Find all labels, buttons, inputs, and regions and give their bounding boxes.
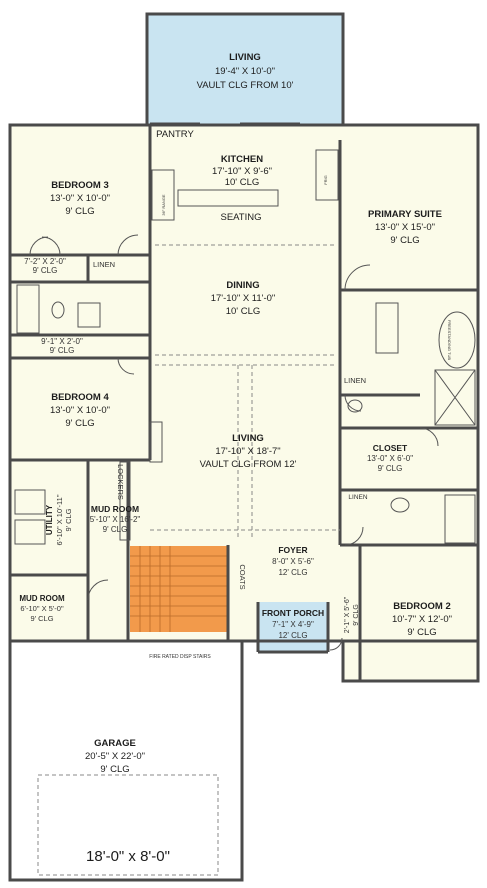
room-name: GARAGE xyxy=(94,738,136,749)
room-ceiling: 9' CLG xyxy=(407,627,436,638)
room-name: DINING xyxy=(226,280,259,291)
label-bedroom4: BEDROOM 4 13'-0" X 10'-0" 9' CLG xyxy=(50,392,110,429)
room-name: CLOSET xyxy=(373,443,408,453)
room-ceiling: 9' CLG xyxy=(33,266,58,275)
label-kitchen: KITCHEN 17'-10" X 9'-6" 10' CLG xyxy=(212,154,272,188)
room-name: PRIMARY SUITE xyxy=(368,209,442,220)
interior-walls xyxy=(10,122,478,681)
front-porch-fill xyxy=(258,602,328,652)
room-ceiling: 12' CLG xyxy=(278,568,307,577)
label-closet-b3: 7'-2" X 2'-0" 9' CLG xyxy=(24,257,66,275)
label-living-main: LIVING 17'-10" X 18'-7" VAULT CLG FROM 1… xyxy=(200,433,297,470)
room-name: UTILITY xyxy=(45,504,54,535)
room-dim: 6'-10" X 10'-11" xyxy=(55,494,64,545)
label-primary-suite: PRIMARY SUITE 13'-0" X 15'-0" 9' CLG xyxy=(368,209,442,246)
note-fridge: FRIG xyxy=(323,175,328,185)
room-name: LIVING xyxy=(232,433,264,444)
room-dim: 13'-0" X 6'-0" xyxy=(367,454,413,463)
room-ceiling: 12' CLG xyxy=(278,631,307,640)
note-fire-rated: FIRE RATED DISP STAIRS xyxy=(149,654,211,660)
room-dim: 13'-0" X 10'-0" xyxy=(50,193,110,204)
room-ceiling: 10' CLG xyxy=(226,306,261,317)
stair-treads xyxy=(130,546,228,632)
room-dim: 7'-1" X 4'-9" xyxy=(272,620,314,629)
stairs-fill xyxy=(130,546,228,632)
room-name: MUD ROOM xyxy=(19,594,65,603)
room-dim: 2'-1" X 5'-6" xyxy=(344,596,351,633)
label-lockers: LOCKERS xyxy=(116,464,125,500)
label-closet-b2: 2'-1" X 5'-6" 9' CLG xyxy=(344,596,360,633)
room-dim: 6'-10" X 5'-0" xyxy=(20,604,64,613)
label-front-porch: FRONT PORCH 7'-1" X 4'-9" 12' CLG xyxy=(262,608,324,640)
room-dim: 20'-5" X 22'-0" xyxy=(85,751,145,762)
label-linen-small: LINEN xyxy=(348,494,367,501)
note-tub: FREESTANDING TUB xyxy=(447,320,452,360)
room-dim: 19'-4" X 10'-0" xyxy=(215,66,275,77)
dashed-lines xyxy=(37,244,340,876)
door-swings xyxy=(29,234,439,651)
room-name: FRONT PORCH xyxy=(262,608,324,618)
room-dim: 13'-0" X 10'-0" xyxy=(50,405,110,416)
room-name: BEDROOM 2 xyxy=(393,601,451,612)
room-ceiling: 9' CLG xyxy=(103,525,128,534)
room-ceiling: 9' CLG xyxy=(390,235,419,246)
room-dim: 17'-10" X 9'-6" xyxy=(212,166,272,177)
house-fill-right xyxy=(343,641,478,681)
label-bath-left: 9'-1" X 2'-0" 9' CLG xyxy=(41,337,83,355)
room-dim: 5'-10" X 16'-2" xyxy=(90,515,141,524)
label-garage: GARAGE 20'-5" X 22'-0" 9' CLG xyxy=(85,738,145,775)
room-ceiling: VAULT CLG FROM 12' xyxy=(200,459,297,470)
label-utility: UTILITY 6'-10" X 10'-11" 9' CLG xyxy=(45,494,73,545)
room-dim: 9'-1" X 2'-0" xyxy=(41,337,83,346)
label-closet: CLOSET 13'-0" X 6'-0" 9' CLG xyxy=(367,443,413,473)
room-dim: 17'-10" X 18'-7" xyxy=(215,446,280,457)
label-linen-left: LINEN xyxy=(93,260,115,269)
room-dim: 8'-0" X 5'-6" xyxy=(272,557,314,566)
label-linen-right: LINEN xyxy=(344,376,366,385)
room-name: BEDROOM 4 xyxy=(51,392,109,403)
label-seating: SEATING xyxy=(221,212,262,223)
room-ceiling: 9' CLG xyxy=(65,206,94,217)
room-dim: 13'-0" X 15'-0" xyxy=(375,222,435,233)
room-name: KITCHEN xyxy=(221,154,263,165)
label-living-top: LIVING 19'-4" X 10'-0" VAULT CLG FROM 10… xyxy=(197,52,294,91)
room-name: FOYER xyxy=(278,545,307,555)
label-foyer: FOYER 8'-0" X 5'-6" 12' CLG xyxy=(272,545,314,577)
room-dim: 17'-10" X 11'-0" xyxy=(211,293,276,304)
room-ceiling: 9' CLG xyxy=(64,508,73,531)
room-ceiling: 9' CLG xyxy=(30,614,53,623)
room-dim: 7'-2" X 2'-0" xyxy=(24,257,66,266)
label-bedroom3: BEDROOM 3 13'-0" X 10'-0" 9' CLG xyxy=(50,180,110,217)
room-name: LIVING xyxy=(229,52,261,63)
label-bedroom2: BEDROOM 2 10'-7" X 12'-0" 9' CLG xyxy=(392,601,452,638)
room-name: MUD ROOM xyxy=(91,504,139,514)
room-name: BEDROOM 3 xyxy=(51,180,109,191)
room-ceiling: 9' CLG xyxy=(65,418,94,429)
note-range: 36" RANGE xyxy=(161,194,166,216)
room-ceiling: 9' CLG xyxy=(50,346,75,355)
label-mudroom2: MUD ROOM 6'-10" X 5'-0" 9' CLG xyxy=(19,594,65,623)
covered-living-fill xyxy=(147,14,343,124)
label-mudroom: MUD ROOM 5'-10" X 16'-2" 9' CLG xyxy=(90,504,141,534)
label-coats: COATS xyxy=(238,564,247,589)
room-ceiling: VAULT CLG FROM 10' xyxy=(197,80,294,91)
fixtures xyxy=(14,149,476,545)
room-ceiling: 10' CLG xyxy=(225,177,260,188)
garage-door-dimension: 18'-0" x 8'-0" xyxy=(86,848,170,865)
room-ceiling: 9' CLG xyxy=(353,604,360,626)
label-dining: DINING 17'-10" X 11'-0" 10' CLG xyxy=(211,280,276,317)
room-ceiling: 9' CLG xyxy=(100,764,129,775)
room-dim: 10'-7" X 12'-0" xyxy=(392,614,452,625)
label-pantry: PANTRY xyxy=(156,129,194,140)
room-ceiling: 9' CLG xyxy=(378,464,403,473)
